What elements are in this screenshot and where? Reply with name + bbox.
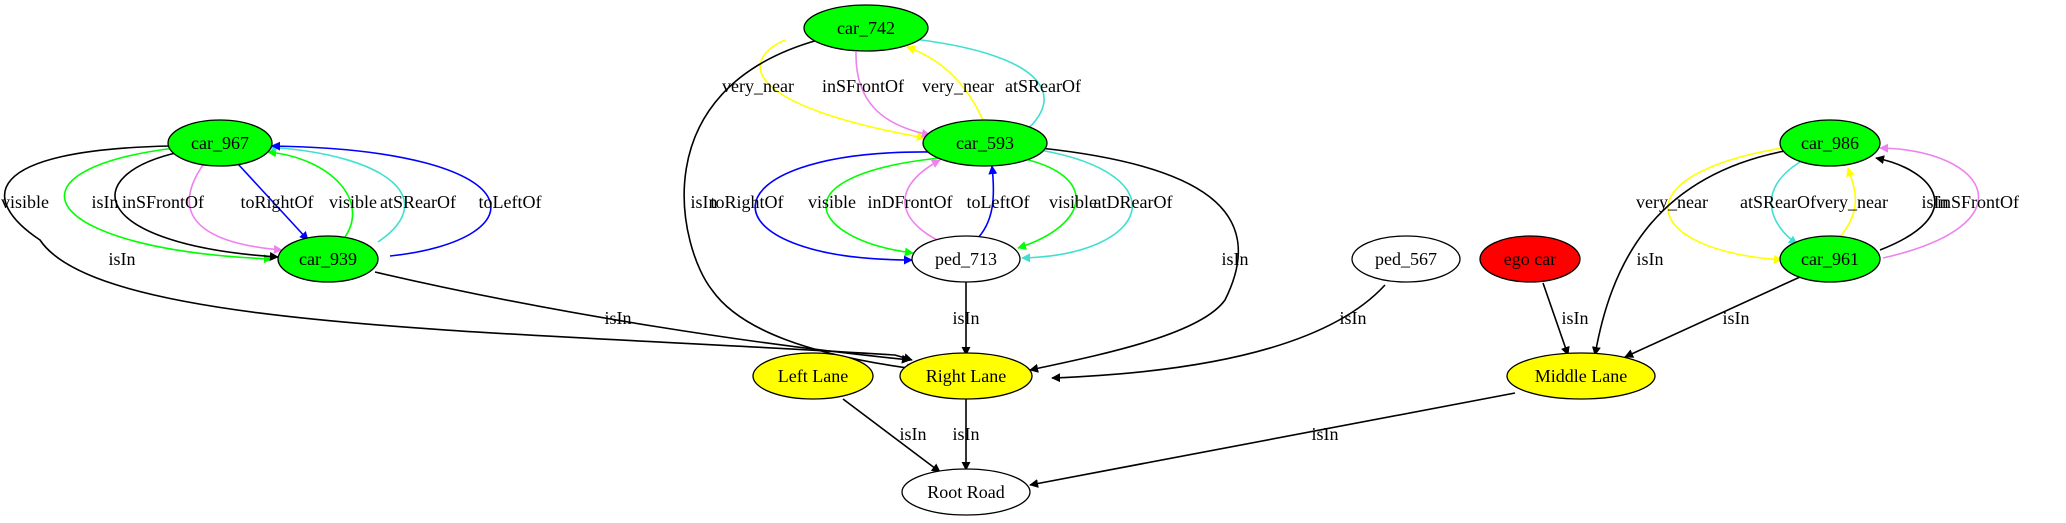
node-label: Left Lane	[778, 366, 848, 386]
edge-car593-right-lane-isIn: isIn	[1029, 147, 1249, 373]
node-label: car_967	[191, 133, 249, 153]
edge-car961-middle-lane-isIn: isIn	[1624, 276, 1801, 358]
node-label: Middle Lane	[1535, 366, 1627, 386]
nodes: car_742 car_593 car_967 car_939 car_986 …	[167, 4, 1881, 516]
edge-label: isIn	[953, 424, 980, 444]
edge-label: isIn	[1922, 192, 1949, 212]
edge-label: inSFrontOf	[122, 192, 204, 212]
edge-ego-car-middle-lane-isIn: isIn	[1542, 282, 1589, 356]
edge-label: isIn	[691, 192, 718, 212]
edge-ped713-car593-inDFrontOf: inDFrontOf	[868, 159, 953, 246]
node-label: car_939	[299, 249, 357, 269]
edge-label: isIn	[605, 308, 632, 328]
node-car-742[interactable]: car_742	[803, 4, 929, 52]
edge-label: isIn	[1312, 424, 1339, 444]
edge-car593-ped713-visible: visible	[808, 157, 941, 257]
edge-label: isIn	[1723, 308, 1750, 328]
edge-label: very_near	[1816, 192, 1888, 212]
edge-car967-car939-visible: visible	[1, 147, 273, 264]
edge-label: atDRearOf	[1094, 192, 1173, 212]
edge-label: toRightOf	[710, 192, 783, 212]
edge-label: visible	[1049, 192, 1097, 212]
edge-label: atSRearOf	[1005, 76, 1081, 96]
edge-car986-car961-atSRearOf: atSRearOf	[1740, 161, 1816, 245]
edge-car939-car967-atSRearOf: atSRearOf	[267, 143, 456, 243]
edge-label: isIn	[900, 424, 927, 444]
edge-label: isIn	[1340, 308, 1367, 328]
node-label: Right Lane	[926, 366, 1006, 386]
edge-label: visible	[329, 192, 377, 212]
edge-label: isIn	[1562, 308, 1589, 328]
edge-label: atSRearOf	[380, 192, 456, 212]
node-label: ped_713	[935, 249, 997, 269]
edge-label: visible	[1, 192, 49, 212]
edge-label: toLeftOf	[479, 192, 542, 212]
edge-car939-right-lane-isIn: isIn	[374, 271, 911, 364]
edge-label: toRightOf	[240, 192, 313, 212]
edge-label: isIn	[1222, 249, 1249, 269]
edge-label: atSRearOf	[1740, 192, 1816, 212]
edge-ped567-right-lane-isIn: isIn	[1051, 284, 1386, 383]
edge-car986-middle-lane-isIn: isIn	[1591, 149, 1791, 356]
node-label: car_593	[956, 133, 1014, 153]
edge-middle-lane-root-road-isIn: isIn	[1029, 392, 1516, 488]
edge-car967-car939-isIn: isIn	[92, 151, 279, 261]
node-label: ego car	[1504, 249, 1556, 269]
edge-ped713-car593-atDRearOf: atDRearOf	[1021, 149, 1173, 263]
node-car-939[interactable]: car_939	[277, 235, 379, 283]
edge-label: very_near	[922, 76, 994, 96]
edge-car967-car939-inSFrontOf: inSFrontOf	[122, 161, 283, 254]
edge-car939-car967-toLeftOf: toLeftOf	[271, 141, 542, 257]
edges: very_near atSRearOf very_near inSFrontOf…	[1, 34, 2019, 488]
edge-label: inSFrontOf	[1937, 192, 2019, 212]
edge-car967-car939-toRightOf: toRightOf	[237, 163, 314, 241]
edge-label: isIn	[92, 192, 119, 212]
edge-car939-car967-visible: visible	[267, 148, 377, 238]
node-label: ped_567	[1375, 249, 1437, 269]
edge-ped713-car593-visible-to: visible	[1017, 157, 1097, 250]
node-car-593[interactable]: car_593	[922, 119, 1048, 167]
edge-label: isIn	[1637, 249, 1664, 269]
edge-label: isIn	[953, 308, 980, 328]
edge-label: inDFrontOf	[868, 192, 953, 212]
node-label: car_961	[1801, 249, 1859, 269]
node-label: car_742	[837, 18, 895, 38]
edge-car742-car593-inSFrontOf: inSFrontOf	[822, 51, 931, 138]
node-root-road[interactable]: Root Road	[901, 468, 1031, 516]
edge-label: very_near	[722, 76, 794, 96]
node-ego-car[interactable]: ego car	[1479, 235, 1581, 283]
node-car-967[interactable]: car_967	[167, 119, 273, 167]
edge-car742-car593-very-near: very_near	[722, 39, 926, 142]
node-car-986[interactable]: car_986	[1779, 119, 1881, 167]
edge-left-lane-root-road-isIn: isIn	[842, 398, 941, 473]
edge-car961-car986-isIn: isIn	[1875, 155, 1949, 251]
node-middle-lane[interactable]: Middle Lane	[1506, 352, 1656, 400]
edge-car967-right-lane-isIn: isIn	[4, 145, 913, 363]
edge-car593-ped713-toRightOf: toRightOf	[710, 151, 931, 265]
node-label: car_986	[1801, 133, 1859, 153]
edge-car961-car986-inSFrontOf: inSFrontOf	[1879, 143, 2019, 259]
edge-label: inSFrontOf	[822, 76, 904, 96]
node-left-lane[interactable]: Left Lane	[752, 352, 874, 400]
node-car-961[interactable]: car_961	[1779, 235, 1881, 283]
edge-label: isIn	[109, 249, 136, 269]
node-ped-567[interactable]: ped_567	[1351, 235, 1461, 283]
node-ped-713[interactable]: ped_713	[911, 235, 1021, 283]
edge-label: toLeftOf	[967, 192, 1030, 212]
node-label: Root Road	[927, 482, 1005, 502]
edge-label: visible	[808, 192, 856, 212]
edge-ped713-right-lane-isIn: isIn	[953, 282, 980, 356]
edge-car961-car986-very-near: very_near	[1816, 167, 1888, 244]
edge-right-lane-root-road-isIn: isIn	[953, 399, 980, 471]
node-right-lane[interactable]: Right Lane	[899, 352, 1033, 400]
edge-ped713-car593-toLeftOf: toLeftOf	[967, 165, 1030, 242]
